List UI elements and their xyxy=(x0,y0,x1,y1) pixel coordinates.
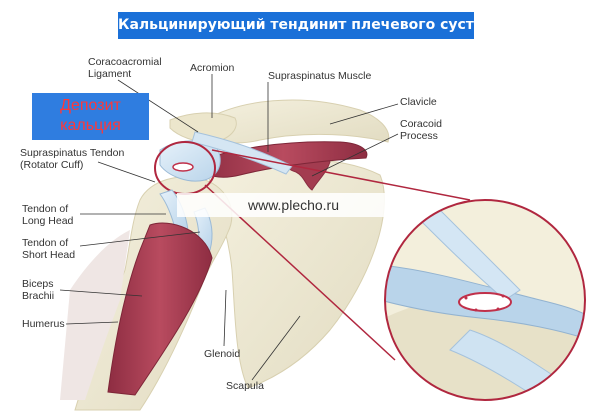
label-tendon-short-head: Tendon of Short Head xyxy=(22,237,76,261)
zoom-detail-content xyxy=(385,200,585,400)
label-supraspinatus-muscle: Supraspinatus Muscle xyxy=(268,70,372,82)
leader-scapula xyxy=(251,315,301,381)
zoom-connector-top xyxy=(211,149,471,201)
leader-humerus xyxy=(65,321,119,325)
calcium-deposit-label-line2: кальция xyxy=(60,117,121,134)
leader-coracoid xyxy=(311,133,399,177)
coracoacromial-ligament xyxy=(191,131,293,175)
label-biceps-brachii: Biceps Brachii xyxy=(22,278,55,302)
diagram-title: Кальцинирующий тендинит плечевого сустав… xyxy=(118,12,507,39)
label-glenoid: Glenoid xyxy=(204,348,241,360)
clavicle-bone xyxy=(204,99,390,144)
zoom-detail-ring xyxy=(384,199,586,401)
arm-soft-tissue xyxy=(60,230,130,400)
label-humerus: Humerus xyxy=(22,318,65,330)
label-supraspinatus-tendon: Supraspinatus Tendon (Rotator Cuff) xyxy=(20,147,125,171)
calcium-deposit xyxy=(172,162,194,172)
label-coracoid-process: Coracoid Process xyxy=(400,118,443,142)
leader-supraspinatus-tendon xyxy=(97,161,156,183)
label-coracoacromial-ligament: Coracoacromial Ligament xyxy=(88,56,162,80)
label-clavicle: Clavicle xyxy=(400,96,437,108)
leader-biceps xyxy=(59,289,143,297)
website-watermark: www.plecho.ru xyxy=(177,193,410,217)
leader-glenoid xyxy=(223,289,227,347)
label-acromion: Acromion xyxy=(190,62,235,74)
leader-clavicle xyxy=(329,103,399,125)
calcium-deposit-label: Депозит кальция xyxy=(32,93,149,140)
leader-coracoacromial xyxy=(117,79,199,133)
biceps-brachii-muscle xyxy=(107,222,213,396)
acromion-bone xyxy=(169,112,237,143)
calcium-deposit-label-line1: Депозит xyxy=(60,97,121,114)
leader-short-head xyxy=(79,231,201,247)
label-tendon-long-head: Tendon of Long Head xyxy=(22,203,74,227)
label-scapula: Scapula xyxy=(226,380,264,392)
